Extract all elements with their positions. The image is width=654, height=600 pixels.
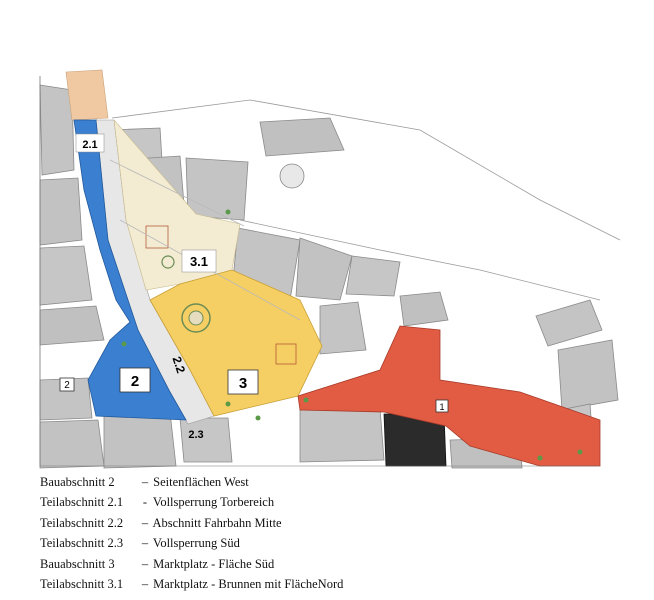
legend-desc: Seitenflächen West <box>153 475 249 489</box>
legend-code: Bauabschnitt 2 <box>40 475 115 489</box>
legend-sep: – <box>141 556 149 571</box>
legend-desc: Marktplatz - Brunnen mit FlächeNord <box>153 577 344 592</box>
label-2-2: 2.2 <box>170 355 189 376</box>
area-torbereich <box>65 69 109 121</box>
section-labels: 2.1 2 2.2 2.3 3 3.1 1 2 <box>59 133 449 441</box>
building <box>39 84 75 176</box>
legend-row: Teilabschnitt 2.3 – Vollsperrung Süd <box>40 533 343 553</box>
label-2-1: 2.1 <box>82 139 97 151</box>
legend-code: Teilabschnitt 2.2 <box>40 515 124 530</box>
building <box>399 291 449 327</box>
building <box>535 299 603 347</box>
area-bauabschnitt-3 <box>149 269 323 417</box>
area-bauabschnitt-2 <box>73 119 187 421</box>
legend-sep: – <box>141 577 149 592</box>
legend-row: Teilabschnitt 3.1 – Marktplatz - Brunnen … <box>40 574 343 594</box>
building <box>185 157 249 221</box>
fountain-circle <box>181 303 211 333</box>
legend-row: Bauabschnitt 2 – Seitenflächen West <box>40 472 343 492</box>
fountain-circle <box>161 255 175 269</box>
legend-desc: Vollsperrung Süd <box>152 536 240 551</box>
building <box>345 255 401 297</box>
small-round-building <box>279 163 305 189</box>
legend-desc: Marktplatz - Fläche Süd <box>153 556 275 571</box>
building <box>39 245 93 306</box>
construction-phase-map: 2.1 2 2.2 2.3 3 3.1 1 2 <box>39 69 621 469</box>
building <box>557 339 619 411</box>
legend-code: Teilabschnitt 2.1 <box>40 495 124 510</box>
legend-row: Teilabschnitt 2.2 – Abschnitt Fahrbahn Mi… <box>40 513 343 533</box>
legend-desc: Abschnitt Fahrbahn Mitte <box>152 515 282 530</box>
legend-row: Bauabschnitt 3 – Marktplatz - Fläche Süd <box>40 554 343 574</box>
legend-row: Teilabschnitt 2.1 - Vollsperrung Torberei… <box>40 492 343 512</box>
legend-sep: – <box>141 475 149 489</box>
legend-sep: – <box>141 536 149 551</box>
area-osten <box>297 325 601 467</box>
building <box>319 301 367 355</box>
building <box>295 237 353 301</box>
legend: Bauabschnitt 2 – Seitenflächen West Teila… <box>40 472 343 594</box>
fountain-core <box>188 310 204 326</box>
legend-sep: – <box>141 515 149 530</box>
legend-code: Teilabschnitt 3.1 <box>40 577 124 592</box>
label-2: 2 <box>131 373 139 390</box>
marker-2-label: 2 <box>64 380 70 391</box>
legend-code: Teilabschnitt 2.3 <box>40 536 124 551</box>
building <box>179 417 233 463</box>
building <box>259 117 345 157</box>
legend-sep: - <box>142 495 148 510</box>
marker-1-label: 1 <box>439 402 444 412</box>
building <box>39 177 83 246</box>
label-3: 3 <box>239 375 247 392</box>
building <box>299 407 385 463</box>
label-2-3: 2.3 <box>188 429 203 441</box>
legend-code: Bauabschnitt 3 <box>40 556 115 571</box>
label-3-1: 3.1 <box>190 254 208 269</box>
building <box>39 419 105 469</box>
legend-desc: Vollsperrung Torbereich <box>152 495 275 510</box>
building <box>39 305 105 346</box>
